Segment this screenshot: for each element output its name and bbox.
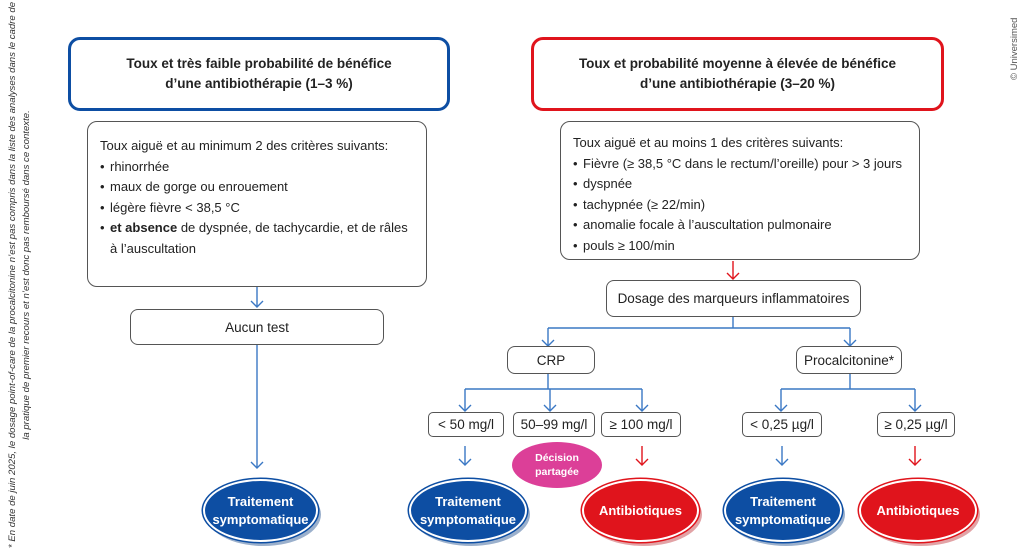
high-probability-header: Toux et probabilité moyenne à élevée de … [531, 37, 944, 111]
criterion-item: tachypnée (≥ 22/min) [573, 195, 919, 216]
outcome-line-1: Traitement [435, 493, 501, 509]
outcome-line-2: symptomatique [212, 511, 309, 527]
header-line-1: Toux et probabilité moyenne à élevée de … [578, 56, 897, 71]
crp-node: CRP [507, 346, 595, 374]
inflammatory-markers-node: Dosage des marqueurs inflammatoires [606, 280, 861, 317]
crp-high-threshold: ≥ 100 mg/l [601, 412, 681, 437]
pct-symptomatic-outcome: Traitement symptomatique [724, 479, 842, 542]
crp-mid-threshold: 50–99 mg/l [513, 412, 595, 437]
criteria-intro: Toux aiguë et au minimum 2 des critères … [100, 138, 389, 153]
no-test-node: Aucun test [130, 309, 384, 345]
crp-symptomatic-outcome: Traitement symptomatique [409, 479, 527, 542]
low-probability-criteria: Toux aiguë et au minimum 2 des critères … [87, 121, 427, 287]
high-probability-criteria: Toux aiguë et au moins 1 des critères su… [560, 121, 920, 260]
header-line-2: d’une antibiothérapie (3–20 %) [639, 76, 836, 91]
criterion-item: anomalie focale à l’auscultation pulmona… [573, 215, 919, 236]
criteria-list: rhinorrhée maux de gorge ou enrouement l… [100, 157, 426, 260]
header-line-1: Toux et très faible probabilité de bénéf… [126, 56, 392, 71]
pct-high-threshold: ≥ 0,25 µg/l [877, 412, 955, 437]
criterion-item: Fièvre (≥ 38,5 °C dans le rectum/l’oreil… [573, 154, 919, 175]
shared-decision-badge: Décision partagée [512, 442, 602, 488]
criteria-list: Fièvre (≥ 38,5 °C dans le rectum/l’oreil… [573, 154, 919, 257]
outcome-line-2: symptomatique [419, 511, 517, 527]
absence-text: de dyspnée, de tachycardie, et de râles [177, 220, 408, 235]
criterion-item: pouls ≥ 100/min [573, 236, 919, 257]
low-probability-header: Toux et très faible probabilité de bénéf… [68, 37, 450, 111]
symptomatic-treatment-outcome: Traitement symptomatique [203, 479, 318, 542]
crp-antibiotics-outcome: Antibiotiques [582, 479, 699, 542]
crp-low-threshold: < 50 mg/l [428, 412, 504, 437]
criterion-item-absence: et absence de dyspnée, de tachycardie, e… [100, 218, 426, 259]
criterion-item: dyspnée [573, 174, 919, 195]
pct-antibiotics-outcome: Antibiotiques [859, 479, 977, 542]
header-line-2: d’une antibiothérapie (1–3 %) [165, 76, 353, 91]
pct-low-threshold: < 0,25 µg/l [742, 412, 822, 437]
criterion-item: rhinorrhée [100, 157, 426, 178]
shared-line-1: Décision [535, 452, 579, 464]
outcome-line-1: Traitement [750, 493, 816, 509]
shared-line-2: partagée [535, 466, 579, 478]
criterion-item: maux de gorge ou enrouement [100, 177, 426, 198]
criteria-intro: Toux aiguë et au moins 1 des critères su… [573, 135, 844, 150]
procalcitonin-node: Procalcitonine* [796, 346, 902, 374]
criterion-item: légère fièvre < 38,5 °C [100, 198, 426, 219]
outcome-line-1: Traitement [227, 493, 294, 509]
outcome-line-2: symptomatique [734, 511, 832, 527]
absence-bold: et absence [110, 220, 178, 235]
absence-text-2: à l’auscultation [110, 240, 196, 256]
